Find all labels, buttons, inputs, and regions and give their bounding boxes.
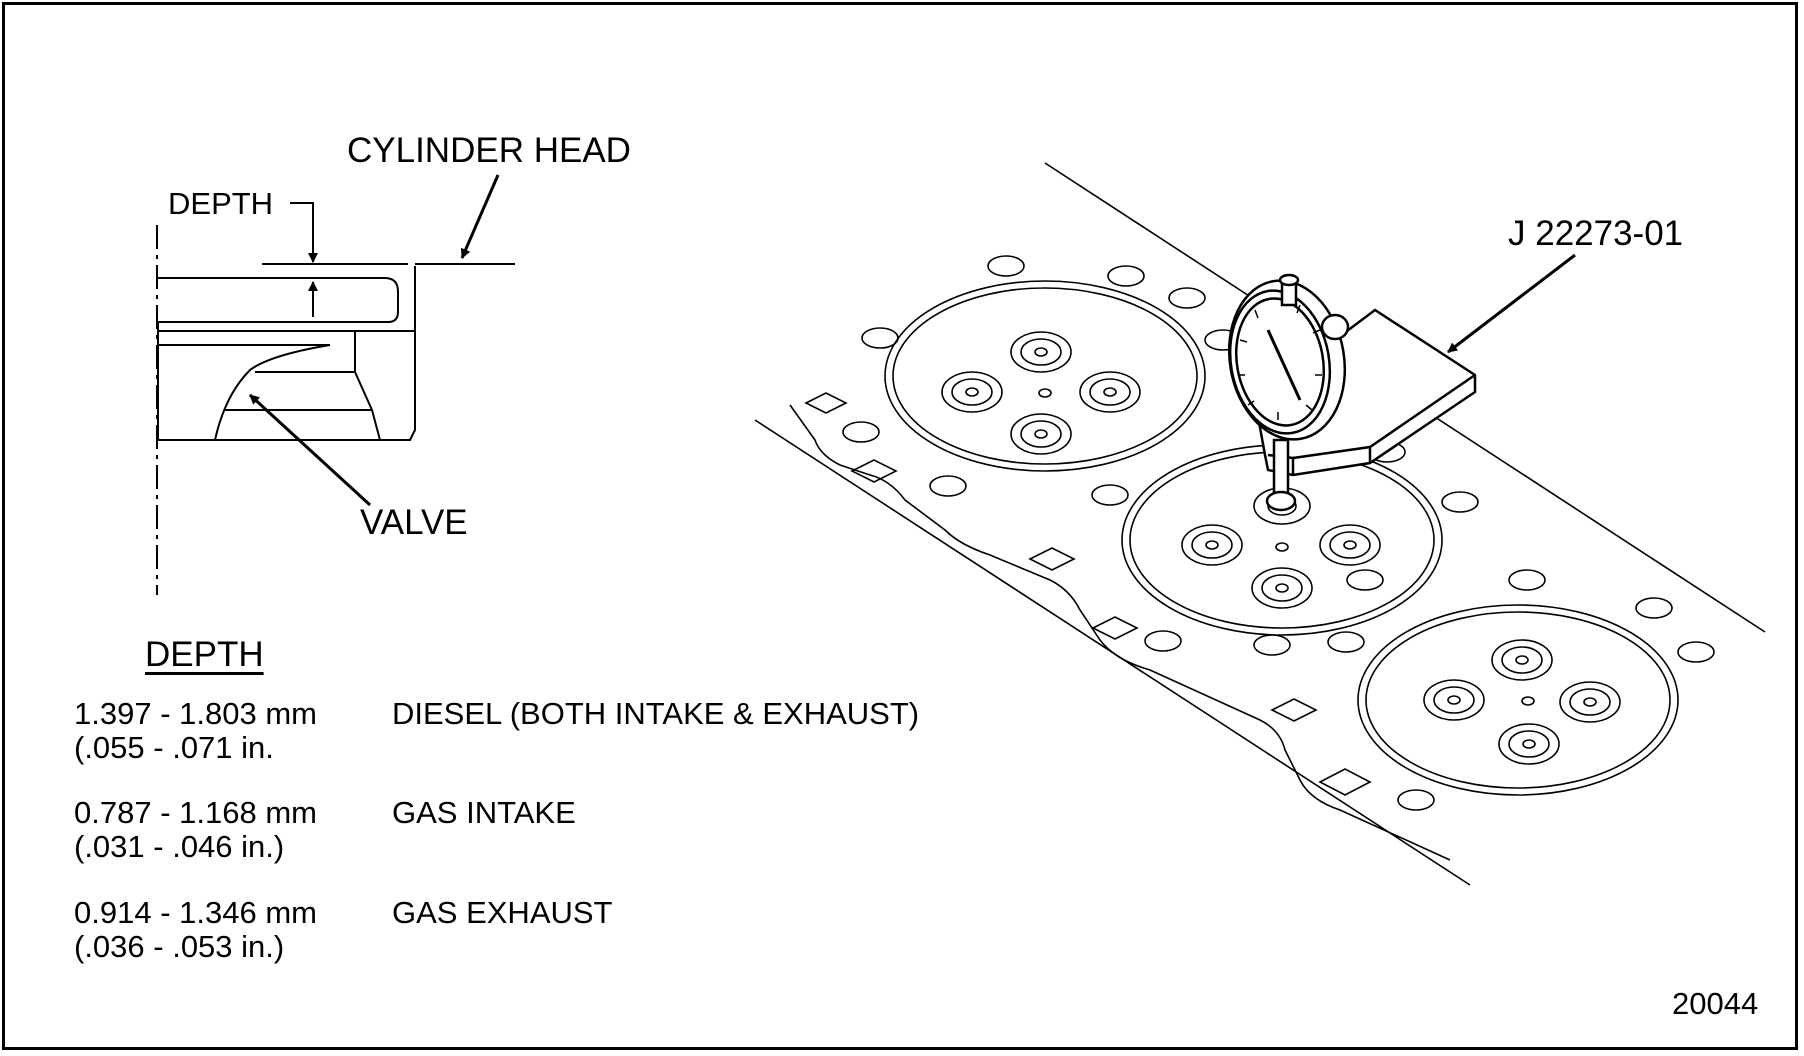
combustion-chamber-1 — [884, 280, 1206, 472]
cylinder-head-label: CYLINDER HEAD — [347, 131, 631, 170]
dial-ticks — [1238, 304, 1322, 420]
valve-head — [158, 277, 399, 323]
tool-leader — [1447, 253, 1576, 354]
spec-row-metric: 0.914 - 1.346 mm — [74, 895, 317, 930]
spec-row-application: GAS INTAKE — [392, 795, 576, 830]
coolant-passages — [804, 392, 1372, 796]
tool-label: J 22273-01 — [1508, 214, 1684, 253]
depth-leader — [290, 202, 314, 256]
cylinder-head-surface — [400, 266, 416, 441]
valve-section-view — [156, 174, 515, 595]
spec-row-metric: 0.787 - 1.168 mm — [74, 795, 317, 830]
valve-leader — [248, 393, 372, 507]
dial-needle — [1266, 329, 1302, 401]
valves-chamber-3 — [1423, 639, 1621, 765]
tool-plunger — [1272, 438, 1290, 500]
combustion-chamber-3 — [1357, 604, 1679, 796]
figure-number: 20044 — [1672, 986, 1759, 1021]
bolt-holes — [842, 255, 1715, 811]
depth-table-heading: DEPTH — [145, 635, 264, 674]
spec-row-imperial: (.031 - .046 in.) — [74, 829, 285, 864]
spec-row-application: GAS EXHAUST — [392, 895, 613, 930]
gasket-edge — [789, 404, 1451, 861]
spec-row-imperial: (.055 - .071 in. — [74, 730, 274, 765]
cylinder-head-isometric — [754, 162, 1766, 886]
spec-row-application: DIESEL (BOTH INTAKE & EXHAUST) — [392, 696, 920, 731]
dial-face — [1228, 289, 1332, 435]
spec-row-metric: 1.397 - 1.803 mm — [74, 696, 317, 731]
valves-chamber-1 — [941, 331, 1141, 455]
spec-row-imperial: (.036 - .053 in.) — [74, 929, 285, 964]
depth-label: DEPTH — [168, 186, 274, 221]
cylinder-head-leader — [460, 174, 500, 259]
valves-chamber-2 — [1181, 487, 1381, 609]
dial-indicator-tool — [1227, 273, 1477, 512]
dial-lug — [1320, 313, 1350, 341]
valve-label: VALVE — [360, 503, 468, 542]
